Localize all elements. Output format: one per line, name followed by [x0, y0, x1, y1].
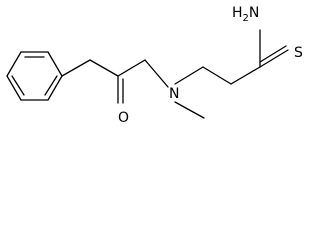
ring-bond — [6, 75, 22, 101]
benzyl-bond — [61, 59, 91, 77]
ring-bond — [47, 51, 63, 77]
ch2-ch2-bond — [202, 66, 232, 85]
ch2-carbonyl-bond — [89, 59, 119, 77]
sulfur-label: S — [294, 45, 303, 61]
amide-nitrogen-label: N — [169, 86, 179, 102]
amide-c-n-bond — [144, 59, 169, 88]
c-s-double-bond — [259, 49, 289, 68]
carbonyl-n-bond — [117, 59, 146, 77]
ring-inner-double-bond — [11, 75, 25, 96]
n-methyl-bond — [174, 101, 205, 119]
carbon-chain — [61, 29, 289, 119]
c-s-double-bond-inner — [259, 45, 287, 63]
structure-diagram: H2N S N O — [6, 5, 303, 126]
ring-bond — [6, 51, 22, 77]
phenyl-ring — [6, 51, 63, 101]
ring-bond — [47, 75, 63, 101]
n-ch2-bond — [174, 66, 204, 85]
ring-inner-double-bond — [44, 75, 58, 96]
amine-label: H2N — [232, 5, 259, 24]
ch2-thioamide-bond — [230, 66, 261, 85]
carbonyl-oxygen-label: O — [118, 110, 129, 126]
